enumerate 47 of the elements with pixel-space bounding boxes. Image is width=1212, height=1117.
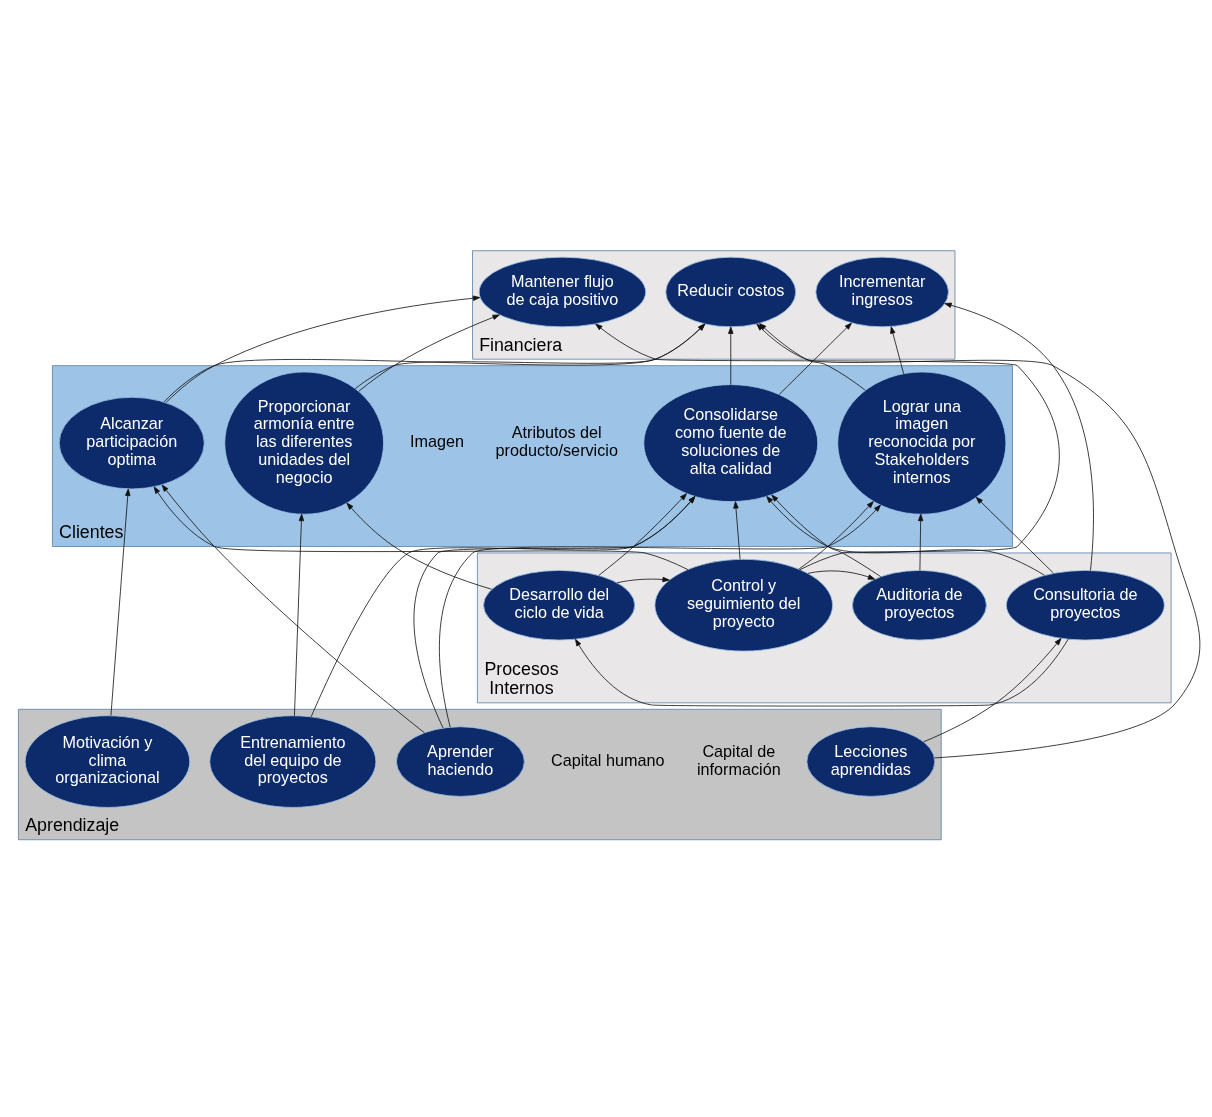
arrow [918, 513, 924, 571]
arrow [975, 496, 1054, 573]
arrow [807, 570, 876, 580]
node-ellipse: Proporcionar armonía entre las diferentes unidades del negocio [224, 371, 384, 515]
node-ellipse: Auditoria de proyectos [852, 569, 987, 640]
arrow [163, 323, 706, 402]
arrow [294, 513, 305, 716]
node-ellipse: Motivación y clima organizacional [24, 714, 191, 808]
label: Imagen [409, 431, 464, 450]
arrow [759, 322, 866, 391]
arrow [923, 637, 1062, 742]
label: Atributos del producto/servicio [495, 422, 618, 459]
arrow [756, 323, 1201, 758]
node-ellipse: Reducir costos [665, 256, 797, 327]
arrow [161, 484, 425, 733]
node-ellipse: Incrementar ingresos [815, 256, 949, 327]
arrow [598, 492, 687, 576]
node-ellipse: Lecciones aprendidas [806, 725, 936, 797]
node-ellipse: Control y seguimiento del proyecto [654, 558, 833, 651]
arrow [110, 488, 131, 716]
arrow [798, 500, 874, 570]
node-ellipse: Desarrollo del ciclo de vida [483, 569, 636, 640]
arrow [766, 495, 1046, 576]
arrow [890, 325, 904, 374]
arrow [310, 495, 696, 717]
node-ellipse: Entrenamiento del equipo de proyectos [209, 714, 377, 808]
node-ellipse: Aprender haciendo [396, 725, 525, 797]
arrow [346, 502, 492, 590]
arrow [575, 638, 1069, 706]
arrow [165, 295, 481, 403]
arrow [358, 314, 500, 392]
arrow [778, 322, 852, 395]
arrow [771, 494, 882, 577]
label: Capital de información [697, 741, 781, 778]
node-ellipse: Consultoria de proyectos [1006, 569, 1165, 640]
arrow [944, 302, 1094, 571]
arrow [616, 576, 670, 583]
node-ellipse: Alcanzar participación optima [58, 396, 205, 489]
arrow [153, 486, 689, 570]
arrow [413, 495, 696, 728]
node-ellipse: Mantener flujo de caja positivo [478, 256, 647, 327]
arrow [354, 323, 706, 389]
arrow [439, 504, 881, 727]
arrow [728, 326, 734, 385]
label: Capital humano [551, 750, 665, 769]
arrow [733, 500, 741, 560]
arrow [595, 323, 1060, 570]
